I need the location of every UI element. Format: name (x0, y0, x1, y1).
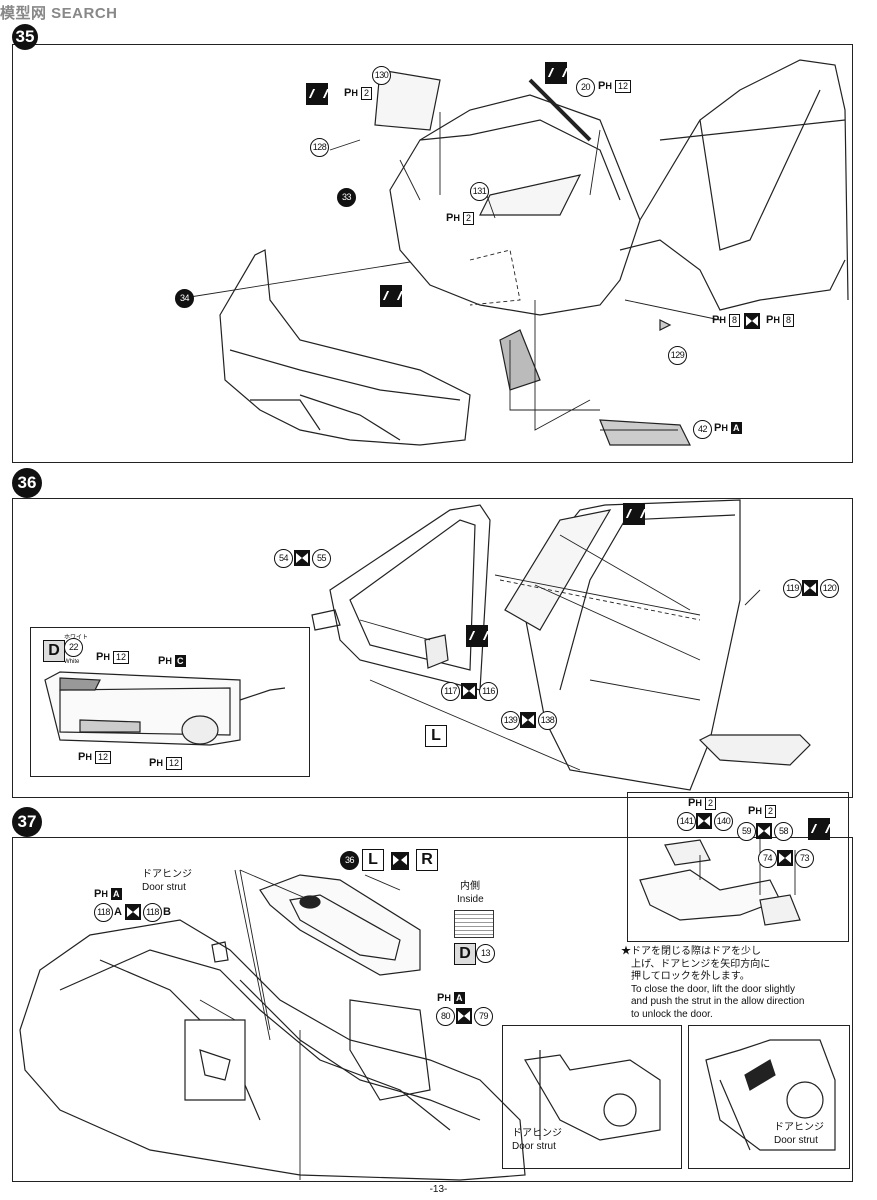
step-36-inset (30, 627, 310, 777)
strut-label-jp: ドアヒンジ (774, 1122, 824, 1133)
cement-icon (380, 285, 402, 307)
ph-label: PH A (94, 888, 122, 900)
letter-B: B (163, 906, 171, 918)
part-118b: 118 (143, 903, 162, 922)
ph-label: PH 8 (712, 314, 741, 327)
ph-label: PH 12 (96, 651, 130, 664)
part-130: 130 (372, 66, 391, 85)
part-36: 36 (340, 851, 359, 870)
decal-13: 13 (476, 944, 495, 963)
note-jp-3: 押してロックを外します。 (631, 971, 750, 982)
decal-D-label: D (43, 640, 65, 662)
part-55: 55 (312, 549, 331, 568)
mirror-part-icon (802, 580, 818, 596)
part-118a: 118 (94, 903, 113, 922)
part-129: 129 (668, 346, 687, 365)
part-73: 73 (795, 849, 814, 868)
part-131: 131 (470, 182, 489, 201)
part-58: 58 (774, 822, 793, 841)
mirror-part-icon (461, 683, 477, 699)
part-79: 79 (474, 1007, 493, 1026)
strut-label-jp: ドアヒンジ (512, 1128, 562, 1139)
note-jp-1: ★ドアを閉じる際はドアを少し (621, 946, 761, 957)
strut-label-en: Door strut (142, 882, 186, 893)
part-120: 120 (820, 579, 839, 598)
mirror-part-icon (744, 313, 760, 329)
part-59: 59 (737, 822, 756, 841)
decal-22: 22 (64, 638, 83, 657)
ph-label: PH 12 (78, 751, 112, 764)
door-note: ★ドアを閉じる際はドアを少し 上げ、ドアヒンジを矢印方向に 押してロックを外しま… (621, 946, 849, 1021)
mirror-part-icon (696, 813, 712, 829)
strut-label-en: Door strut (774, 1135, 818, 1146)
part-74: 74 (758, 849, 777, 868)
cement-icon (623, 503, 645, 525)
note-jp-2: 上げ、ドアヒンジを矢印方向に (631, 958, 771, 970)
step-35-panel (12, 44, 853, 463)
ph-label: PH 2 (446, 212, 475, 225)
page-number: -13- (429, 1184, 448, 1195)
inside-label-jp: 内側 (460, 881, 480, 892)
decal-D-label: D (454, 943, 476, 965)
mirror-part-icon (777, 850, 793, 866)
note-en-1: To close the door, lift the door slightl… (631, 983, 795, 995)
part-119: 119 (783, 579, 802, 598)
letter-A: A (114, 906, 122, 918)
mirror-part-icon (294, 550, 310, 566)
part-128: 128 (310, 138, 329, 157)
step-37-parts-inset (627, 792, 849, 942)
step-36-panel (12, 498, 853, 798)
side-R-label: R (416, 849, 438, 871)
cement-icon (545, 62, 567, 84)
site-logo: 模型网 SEARCH (0, 5, 118, 22)
ph-label: PH 2 (344, 87, 373, 100)
ph-label: PH 12 (598, 80, 632, 93)
instruction-sheet-icon (454, 910, 494, 938)
note-en-3: to unlock the door. (631, 1008, 713, 1020)
strut-label-en: Door strut (512, 1141, 556, 1152)
side-L-label: L (425, 725, 447, 747)
step-37-panel (12, 837, 853, 1182)
cement-icon (808, 818, 830, 840)
part-42: 42 (693, 420, 712, 439)
cement-icon (306, 83, 328, 105)
ph-label: PH 8 (766, 314, 795, 327)
part-33: 33 (337, 188, 356, 207)
part-80: 80 (436, 1007, 455, 1026)
ph-label: PH 12 (149, 757, 183, 770)
step-37-number: 37 (12, 807, 42, 837)
ph-label: PH A (714, 422, 742, 434)
part-138: 138 (538, 711, 557, 730)
mirror-part-icon (391, 852, 409, 870)
step-37-detail-right (688, 1025, 850, 1169)
part-139: 139 (501, 711, 520, 730)
strut-label-jp: ドアヒンジ (142, 869, 192, 880)
white-en: White (64, 659, 80, 665)
step-36-number: 36 (12, 468, 42, 498)
part-54: 54 (274, 549, 293, 568)
part-117: 117 (441, 682, 460, 701)
ph-label: PH 2 (748, 805, 777, 818)
mirror-part-icon (520, 712, 536, 728)
mirror-part-icon (756, 823, 772, 839)
mirror-part-icon (456, 1008, 472, 1024)
part-20: 20 (576, 78, 595, 97)
part-116: 116 (479, 682, 498, 701)
side-L-label: L (362, 849, 384, 871)
part-34: 34 (175, 289, 194, 308)
step-37-detail-left (502, 1025, 682, 1169)
ph-label: PH C (158, 655, 186, 667)
step-35-number: 35 (12, 24, 38, 50)
part-141: 141 (677, 812, 696, 831)
part-140: 140 (714, 812, 733, 831)
cement-icon (466, 625, 488, 647)
mirror-part-icon (125, 904, 141, 920)
ph-label: PH A (437, 992, 465, 1004)
inside-label-en: Inside (457, 894, 484, 905)
ph-label: PH 2 (688, 797, 717, 810)
note-en-2: and push the strut in the allow directio… (631, 996, 805, 1007)
